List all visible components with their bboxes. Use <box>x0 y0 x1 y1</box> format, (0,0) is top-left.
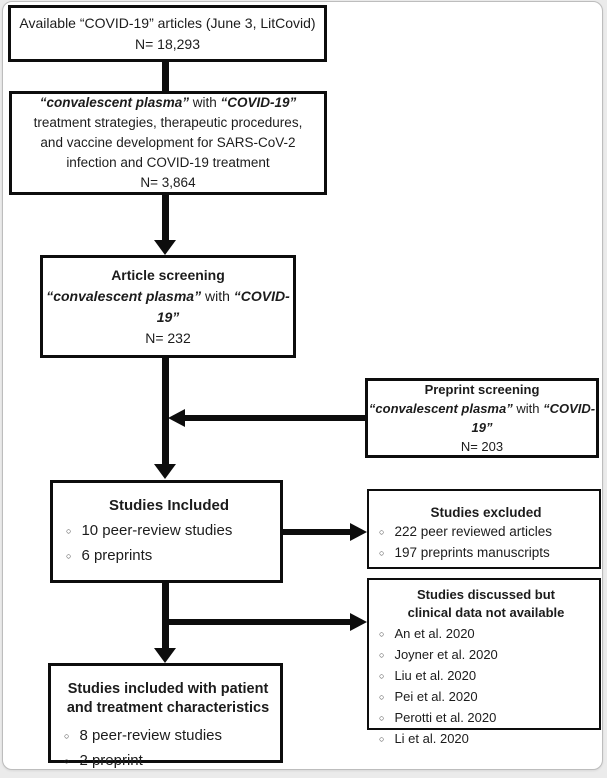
studies-discussed-title-line1: Studies discussed but <box>417 587 555 602</box>
box-available-articles: Available “COVID-19” articles (June 3, L… <box>8 5 327 62</box>
preprint-screening-count: N= 203 <box>460 439 504 454</box>
article-quoted-plasma: “convalescent plasma” <box>46 287 202 304</box>
keyword-with: with <box>189 95 221 110</box>
box-preprint-screening: Preprint screening “convalescent plasma”… <box>365 378 599 458</box>
list-item: ○ Pei et al. 2020 <box>379 687 593 708</box>
list-item: ○ 8 peer-review studies <box>64 724 272 749</box>
box-studies-final: Studies included with patient and treatm… <box>48 663 283 769</box>
preprint-quoted-plasma: “convalescent plasma” <box>368 401 513 416</box>
box-keyword-filter: “convalescent plasma” with “COVID-19” tr… <box>9 91 327 195</box>
keyword-quoted-covid: “COVID-19” <box>220 95 297 110</box>
list-item: ○ 10 peer-review studies <box>66 519 272 544</box>
preprint-quoted-covid: “COVID-19” <box>471 401 596 435</box>
arrow-branch-to-discussed-head <box>350 613 367 631</box>
article-screening-count: N= 232 <box>145 329 191 346</box>
circle-bullet-icon: ○ <box>66 526 72 536</box>
box-studies-discussed: Studies discussed but clinical data not … <box>367 578 601 746</box>
article-screening-quoted-line: “convalescent plasma” with “COVID-19” <box>43 286 293 328</box>
arrow-preprint-to-flow-line <box>184 415 365 421</box>
excluded-item-peer-reviewed: 222 peer reviewed articles <box>394 524 553 539</box>
connector-available-to-keyword <box>162 61 169 92</box>
list-item: ○ Liu et al. 2020 <box>379 666 593 687</box>
studies-final-title: Studies included with patient and treatm… <box>64 680 272 718</box>
discussed-item-joyner: Joyner et al. 2020 <box>394 647 498 662</box>
studies-final-title-line1: Studies included with patient <box>67 681 269 697</box>
circle-bullet-icon: ○ <box>379 713 385 723</box>
article-screening-title: Article screening <box>111 266 225 283</box>
discussed-item-li: Li et al. 2020 <box>394 731 469 746</box>
circle-bullet-icon: ○ <box>379 527 385 537</box>
article-with: with <box>201 287 234 304</box>
list-item: ○ Perotti et al. 2020 <box>379 708 593 729</box>
list-item: ○ Li et al. 2020 <box>379 729 593 750</box>
arrow-included-to-excluded-line <box>283 529 353 535</box>
preprint-screening-quoted-line: “convalescent plasma” with “COVID-19” <box>368 399 596 437</box>
arrow-article-to-included-head <box>154 464 176 479</box>
arrow-included-to-final-line <box>162 583 169 649</box>
box-studies-excluded: Studies excluded ○ 222 peer reviewed art… <box>367 489 601 569</box>
studies-excluded-title: Studies excluded <box>430 505 542 520</box>
article-quoted-covid: “COVID-19” <box>156 287 290 325</box>
keyword-filter-quoted-line: “convalescent plasma” with “COVID-19” <box>40 93 297 113</box>
arrow-article-to-included-line <box>162 358 169 465</box>
keyword-filter-body: treatment strategies, therapeutic proced… <box>33 115 303 170</box>
discussed-item-perotti: Perotti et al. 2020 <box>394 710 497 725</box>
studies-discussed-title: Studies discussed but clinical data not … <box>379 586 593 622</box>
box-article-screening: Article screening “convalescent plasma” … <box>40 255 296 358</box>
available-articles-count: N= 18,293 <box>135 35 200 52</box>
studies-discussed-title-line2: clinical data not available <box>407 605 565 620</box>
studies-included-title: Studies Included <box>108 497 229 514</box>
arrow-preprint-to-flow-head <box>168 409 185 427</box>
box-studies-included: Studies Included ○ 10 peer-review studie… <box>50 480 283 583</box>
circle-bullet-icon: ○ <box>64 731 70 741</box>
list-item: ○ 197 preprints manuscripts <box>379 543 593 564</box>
circle-bullet-icon: ○ <box>379 629 385 639</box>
circle-bullet-icon: ○ <box>379 671 385 681</box>
circle-bullet-icon: ○ <box>379 650 385 660</box>
available-articles-text: Available “COVID-19” articles (June 3, L… <box>19 14 316 31</box>
keyword-filter-count: N= 3,864 <box>140 175 196 190</box>
list-item: ○ 2 preprint <box>64 749 272 774</box>
circle-bullet-icon: ○ <box>379 548 385 558</box>
circle-bullet-icon: ○ <box>379 734 385 744</box>
discussed-item-liu: Liu et al. 2020 <box>394 668 477 683</box>
discussed-item-an: An et al. 2020 <box>394 626 475 641</box>
final-item-peer-review: 8 peer-review studies <box>79 727 223 744</box>
discussed-item-pei: Pei et al. 2020 <box>394 689 478 704</box>
arrow-included-to-excluded-head <box>350 523 367 541</box>
final-item-preprint: 2 preprint <box>79 752 143 769</box>
preprint-screening-title: Preprint screening <box>424 382 540 397</box>
included-item-peer-review: 10 peer-review studies <box>81 522 233 539</box>
list-item: ○ 222 peer reviewed articles <box>379 522 593 543</box>
list-item: ○ 6 preprints <box>66 544 272 569</box>
arrow-branch-to-discussed-line <box>162 619 352 625</box>
circle-bullet-icon: ○ <box>64 756 70 766</box>
list-item: ○ An et al. 2020 <box>379 624 593 645</box>
circle-bullet-icon: ○ <box>379 692 385 702</box>
studies-final-title-line2: and treatment characteristics <box>66 700 270 716</box>
arrow-keyword-to-article-line <box>162 194 169 241</box>
list-item: ○ Joyner et al. 2020 <box>379 645 593 666</box>
circle-bullet-icon: ○ <box>66 551 72 561</box>
included-item-preprints: 6 preprints <box>81 547 153 564</box>
preprint-with: with <box>512 401 544 416</box>
arrow-included-to-final-head <box>154 648 176 663</box>
excluded-item-preprints: 197 preprints manuscripts <box>394 545 550 560</box>
keyword-quoted-plasma: “convalescent plasma” <box>39 95 190 110</box>
arrow-keyword-to-article-head <box>154 240 176 255</box>
